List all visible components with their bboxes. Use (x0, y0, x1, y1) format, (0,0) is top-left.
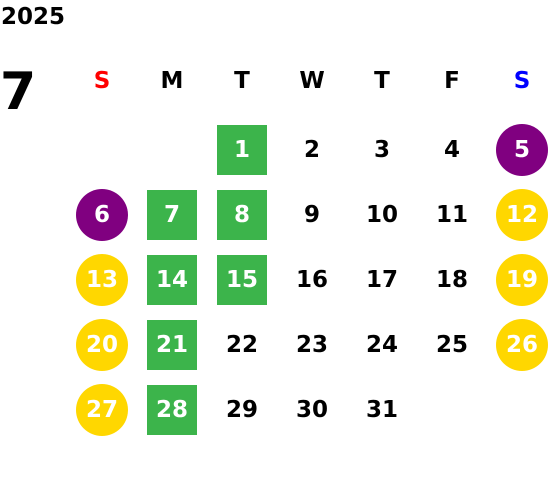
day-cell-5[interactable]: 5 (492, 124, 548, 176)
day-number: 24 (365, 332, 398, 358)
day-number: 8 (233, 202, 250, 228)
day-cell-6[interactable]: 6 (72, 189, 132, 241)
green-square-marker: 14 (147, 255, 197, 305)
yellow-circle-marker: 13 (76, 254, 128, 306)
weekday-tuesday: T (234, 68, 250, 94)
day-cell-19[interactable]: 19 (492, 254, 548, 306)
day-cell-9[interactable]: 9 (282, 189, 342, 241)
day-number: 18 (435, 267, 468, 293)
purple-circle-marker: 6 (76, 189, 128, 241)
green-square-marker: 7 (147, 190, 197, 240)
yellow-circle-marker: 19 (496, 254, 548, 306)
day-cell-16[interactable]: 16 (282, 254, 342, 306)
green-square-marker: 15 (217, 255, 267, 305)
day-cell-28[interactable]: 28 (142, 384, 202, 436)
day-number: 2 (303, 137, 320, 163)
day-cell-7[interactable]: 7 (142, 189, 202, 241)
day-number: 17 (365, 267, 398, 293)
day-cell-27[interactable]: 27 (72, 384, 132, 436)
day-cell-10[interactable]: 10 (352, 189, 412, 241)
day-cell-13[interactable]: 13 (72, 254, 132, 306)
day-cell-4[interactable]: 4 (422, 124, 482, 176)
weekday-monday: M (160, 68, 184, 94)
day-cell-21[interactable]: 21 (142, 319, 202, 371)
day-number: 5 (513, 137, 530, 163)
day-number: 4 (443, 137, 460, 163)
day-number: 25 (435, 332, 468, 358)
weekday-saturday: S (513, 68, 531, 94)
day-cell-22[interactable]: 22 (212, 319, 272, 371)
day-cell-17[interactable]: 17 (352, 254, 412, 306)
day-number: 31 (365, 397, 398, 423)
day-number: 21 (155, 332, 188, 358)
day-number: 26 (505, 332, 538, 358)
yellow-circle-marker: 20 (76, 319, 128, 371)
day-cell-8[interactable]: 8 (212, 189, 272, 241)
day-number: 30 (295, 397, 328, 423)
green-square-marker: 28 (147, 385, 197, 435)
day-number: 28 (155, 397, 188, 423)
day-cell-15[interactable]: 15 (212, 254, 272, 306)
day-cell-3[interactable]: 3 (352, 124, 412, 176)
day-cell-1[interactable]: 1 (212, 124, 272, 176)
day-cell-23[interactable]: 23 (282, 319, 342, 371)
day-number: 12 (505, 202, 538, 228)
day-number: 23 (295, 332, 328, 358)
day-number: 7 (163, 202, 180, 228)
day-number: 13 (85, 267, 118, 293)
calendar-year: 2025 (1, 4, 66, 30)
weekday-sunday: S (93, 68, 111, 94)
green-square-marker: 21 (147, 320, 197, 370)
day-number: 9 (303, 202, 320, 228)
weekday-wednesday: W (299, 68, 325, 94)
day-number: 11 (435, 202, 468, 228)
green-square-marker: 8 (217, 190, 267, 240)
day-cell-31[interactable]: 31 (352, 384, 412, 436)
day-cell-30[interactable]: 30 (282, 384, 342, 436)
day-cell-29[interactable]: 29 (212, 384, 272, 436)
day-number: 16 (295, 267, 328, 293)
green-square-marker: 1 (217, 125, 267, 175)
day-cell-24[interactable]: 24 (352, 319, 412, 371)
day-number: 14 (155, 267, 188, 293)
day-cell-12[interactable]: 12 (492, 189, 548, 241)
yellow-circle-marker: 27 (76, 384, 128, 436)
weekday-thursday: T (374, 68, 390, 94)
day-cell-2[interactable]: 2 (282, 124, 342, 176)
weekday-friday: F (444, 68, 460, 94)
day-number: 6 (93, 202, 110, 228)
day-number: 1 (233, 137, 250, 163)
day-number: 15 (225, 267, 258, 293)
day-cell-18[interactable]: 18 (422, 254, 482, 306)
day-number: 19 (505, 267, 538, 293)
day-number: 20 (85, 332, 118, 358)
day-cell-26[interactable]: 26 (492, 319, 548, 371)
day-number: 27 (85, 397, 118, 423)
yellow-circle-marker: 26 (496, 319, 548, 371)
day-cell-25[interactable]: 25 (422, 319, 482, 371)
day-cell-20[interactable]: 20 (72, 319, 132, 371)
day-number: 29 (225, 397, 258, 423)
day-number: 22 (225, 332, 258, 358)
day-number: 10 (365, 202, 398, 228)
day-cell-11[interactable]: 11 (422, 189, 482, 241)
purple-circle-marker: 5 (496, 124, 548, 176)
day-number: 3 (373, 137, 390, 163)
yellow-circle-marker: 12 (496, 189, 548, 241)
day-cell-14[interactable]: 14 (142, 254, 202, 306)
calendar-month: 7 (0, 62, 37, 122)
